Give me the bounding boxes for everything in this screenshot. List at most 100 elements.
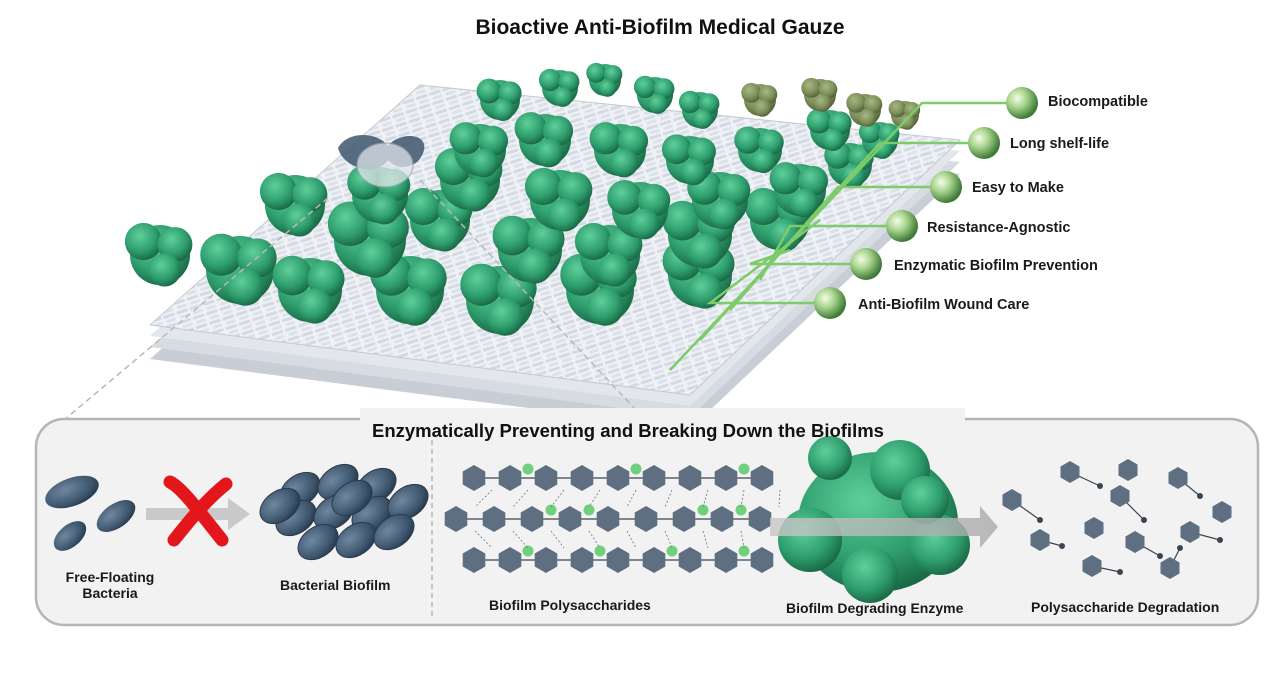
enzyme-binding-site [522,463,534,475]
enzyme-binding-site [735,504,747,516]
panel-title-backdrop [360,408,965,440]
sugar-hexagon [534,465,558,491]
bacterial-biofilm [259,463,429,561]
enzyme-cluster [272,255,345,324]
free-floating-bacteria [45,475,136,551]
enzyme-binding-site [522,545,534,557]
enzyme-binding-site [738,463,750,475]
sugar-hexagon [710,506,734,532]
feature-bead-icon [930,171,962,203]
sugar-hexagon [1002,489,1022,511]
sugar-fragment [1118,459,1138,481]
feature-label-anti-biofilm-wound-care: Anti-Biofilm Wound Care [858,297,1030,313]
chain-crosslink [740,530,745,549]
sugar-hexagon [750,547,774,573]
enzyme-cluster [734,126,784,174]
feature-connectors [669,87,1038,371]
enzyme-cluster [514,112,574,168]
sugar-hexagon [1160,557,1180,579]
enzyme-binding-site [594,545,606,557]
chain-crosslink [626,489,637,508]
enzyme-cluster [370,253,447,326]
fragment-end [1097,483,1103,489]
enzyme-cluster [460,263,537,336]
caption-polysaccharide-degradation: Polysaccharide Degradation [1031,599,1220,615]
enzyme-cluster [538,68,580,107]
feature-bead-icon [850,248,882,280]
enzyme-binding-site [583,504,595,516]
caption-biofilm-polysaccharides: Biofilm Polysaccharides [489,597,651,613]
enzyme-cluster [124,222,193,287]
chain-crosslink [474,530,493,549]
chain-crosslink [778,489,781,508]
enzyme-binding-site [666,545,678,557]
sugar-fragment [1168,467,1203,499]
sugar-hexagon [1168,467,1188,489]
feature-bead-icon [1006,87,1038,119]
feature-bead-icon [886,210,918,242]
sugar-hexagon [606,465,630,491]
biofilm-bacterium [331,479,373,517]
sugar-hexagon [498,465,522,491]
fragment-end [1177,545,1183,551]
sugar-hexagon [1110,485,1130,507]
sugar-hexagon [634,506,658,532]
chain-crosslink [474,489,493,508]
chain-crosslink [588,489,601,508]
caption-bacterial-biofilm: Bacterial Biofilm [280,577,391,593]
feature-bead-icon [814,287,846,319]
enzyme-cluster [259,172,328,237]
enzyme-cluster [633,75,675,114]
sugar-hexagon [750,465,774,491]
sugar-fragment [1110,485,1147,523]
sugar-hexagon [1082,555,1102,577]
enzyme-clusters [124,62,921,336]
red-x-icon [163,475,233,547]
biofilm-bacterium [373,513,415,551]
enzyme-binding-site [630,463,642,475]
enzyme-cluster [678,90,720,129]
fragment-end [1037,517,1043,523]
sugar-fragment [1125,531,1163,559]
enzyme-cluster [586,62,623,97]
sugar-hexagon [1060,461,1080,483]
enzyme-cluster [589,122,649,178]
fragment-end [1217,537,1223,543]
sugar-hexagon [1118,459,1138,481]
sugar-hexagon [444,506,468,532]
sugar-hexagon [534,547,558,573]
caption-free-floating-line2: Bacteria [82,585,138,601]
polysaccharide-fragments [1002,459,1232,579]
chain-crosslink [740,489,745,508]
sugar-fragment [1084,517,1104,539]
sugar-hexagon [1125,531,1145,553]
sugar-hexagon [570,547,594,573]
panel-title: Enzymatically Preventing and Breaking Do… [372,420,884,441]
feature-label-long-shelf-life: Long shelf-life [1010,136,1110,152]
fragment-end [1059,543,1065,549]
sugar-hexagon [1030,529,1050,551]
biofilm-bacterium [335,521,377,559]
connector-line [749,248,866,266]
biofilm-bacterium [259,487,301,525]
chain-crosslink [664,530,673,549]
sugar-fragment [1002,489,1043,523]
enzyme-cluster [524,167,593,232]
enzyme-binding-site [697,504,709,516]
sugar-hexagon [642,547,666,573]
degradation-arrow [770,506,998,548]
fragment-end [1197,493,1203,499]
caption-free-floating-line1: Free-Floating [65,569,155,585]
fragment-end [1157,553,1163,559]
sugar-fragment [1082,555,1123,577]
enzyme-cluster [888,100,921,130]
feature-label-resistance-agnostic: Resistance-Agnostic [927,220,1071,236]
sugar-fragment [1030,529,1065,551]
polysaccharide-chains [444,463,781,573]
chain-crosslink [702,530,709,549]
sugar-hexagon [570,465,594,491]
enzyme-cluster [492,215,565,284]
sugar-fragment [1060,461,1103,489]
